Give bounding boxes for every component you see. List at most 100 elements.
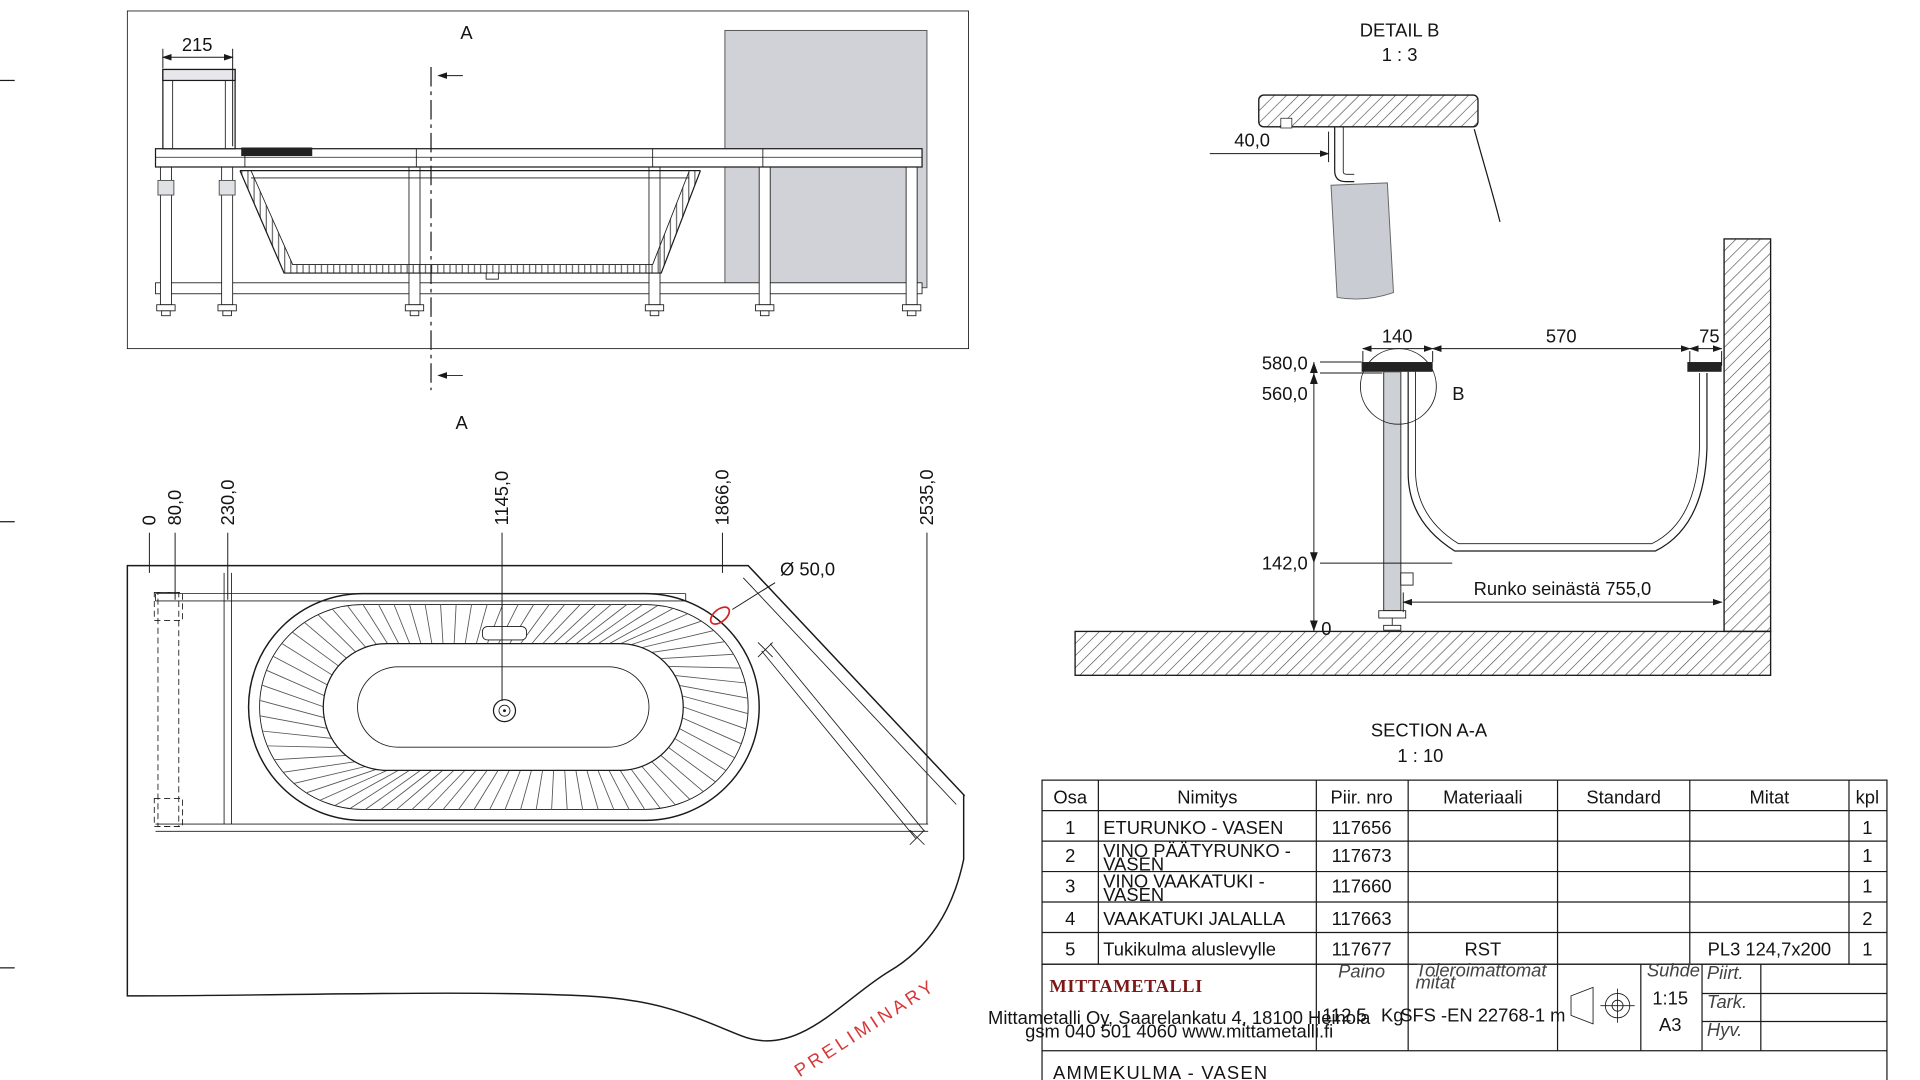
tolerance-label-1: Toleroimattomat — [1416, 959, 1548, 980]
detail-b-title: DETAIL B — [1360, 20, 1440, 41]
dim-215: 215 — [161, 34, 234, 147]
svg-text:ETURUNKO - VASEN: ETURUNKO - VASEN — [1103, 817, 1283, 838]
col-header-nimitys: Nimitys — [1177, 786, 1237, 807]
svg-text:1: 1 — [1862, 817, 1872, 838]
sheet-size: A3 — [1659, 1014, 1681, 1035]
svg-text:1: 1 — [1862, 875, 1872, 896]
detail-b-circle-label: B — [1452, 383, 1464, 404]
frame-from-wall-label: Runko seinästä 755,0 — [1474, 578, 1652, 599]
svg-text:VINO VAAKATUKI -: VINO VAAKATUKI - — [1103, 870, 1264, 891]
dim-215-label: 215 — [182, 34, 213, 55]
company-address-2: gsm 040 501 4060 www.mittametalli.fi — [1025, 1020, 1333, 1041]
plan-outline — [126, 564, 965, 1042]
svg-text:PL3 124,7x200: PL3 124,7x200 — [1708, 939, 1831, 960]
dim-0-label: 0 — [1321, 618, 1331, 639]
col-header-mitat: Mitat — [1749, 786, 1789, 807]
view-border — [126, 10, 969, 350]
ordinate-dim: 230,0 — [217, 480, 238, 526]
frame-legs — [156, 166, 922, 317]
suhde-label: Suhde — [1647, 959, 1700, 980]
detail-b-scale: 1 : 3 — [1382, 44, 1418, 65]
piirt-label: Piirt. — [1707, 962, 1744, 983]
ordinate-dim: 0 — [138, 515, 159, 525]
wall-hatched — [1723, 238, 1772, 633]
hole-callout: Ø 50,0 — [709, 558, 835, 625]
dim-570-label: 570 — [1546, 326, 1577, 347]
tark-label: Tark. — [1707, 991, 1747, 1012]
svg-text:4: 4 — [1065, 908, 1075, 929]
col-header-kpl: kpl — [1856, 786, 1879, 807]
section-aa-view: B 140 570 75 580,0 560,0 142,0 — [1074, 238, 1772, 766]
ordinate-dim: 80,0 — [164, 490, 185, 526]
svg-text:117660: 117660 — [1332, 875, 1392, 896]
parts-table: Osa Nimitys Piir. nro Materiaali Standar… — [1041, 779, 1888, 965]
svg-text:1: 1 — [1862, 845, 1872, 866]
svg-text:1: 1 — [1862, 939, 1872, 960]
svg-text:VASEN: VASEN — [1103, 884, 1164, 905]
svg-text:Tukikulma aluslevylle: Tukikulma aluslevylle — [1103, 939, 1276, 960]
col-header-standard: Standard — [1586, 786, 1660, 807]
svg-text:RST: RST — [1465, 939, 1502, 960]
hyv-label: Hyv. — [1707, 1019, 1742, 1040]
lower-rail — [155, 282, 923, 295]
tolerance-label-2: mitat — [1416, 972, 1457, 993]
section-aa-scale: 1 : 10 — [1397, 745, 1443, 766]
svg-text:2: 2 — [1065, 845, 1075, 866]
paino-value: 112.5 — [1322, 1005, 1367, 1026]
svg-text:117656: 117656 — [1332, 817, 1392, 838]
suhde-value: 1:15 — [1652, 987, 1688, 1008]
table-row: 1 ETURUNKO - VASEN 117656 1 — [1065, 817, 1872, 838]
col-header-materiaali: Materiaali — [1443, 786, 1523, 807]
hole-highlight — [709, 606, 731, 625]
detail-b-view: DETAIL B 1 : 3 40,0 — [1209, 20, 1501, 300]
company-logo: MITTAMETALLI — [1049, 976, 1203, 996]
corner-cabinet — [162, 68, 236, 150]
section-aa-title: SECTION A-A — [1371, 719, 1488, 740]
rim-hook — [1334, 126, 1355, 183]
svg-text:117677: 117677 — [1332, 939, 1392, 960]
leg-top-bracket — [1330, 182, 1394, 300]
dim-580-label: 580,0 — [1262, 352, 1308, 373]
svg-text:1: 1 — [1065, 817, 1075, 838]
bathtub-section-profile — [1361, 362, 1722, 552]
ordinate-dim: 1866,0 — [712, 469, 733, 525]
company-address-1: Mittametalli Oy, Saarelankatu 4, 18100 H… — [988, 1007, 1371, 1028]
plan-view: 0 80,0 230,0 1145,0 1866,0 2535,0 Ø 50,0… — [126, 469, 966, 1080]
table-row: 4 VAAKATUKI JALALLA 117663 2 — [1065, 908, 1872, 929]
sheet-zone-ticks — [0, 79, 15, 969]
section-cut-line: A A — [430, 22, 473, 433]
svg-text:2: 2 — [1862, 908, 1872, 929]
ordinate-dim: 2535,0 — [916, 469, 937, 525]
dim-140-label: 140 — [1382, 326, 1413, 347]
section-left-dims: 580,0 560,0 142,0 0 — [1262, 352, 1453, 639]
dim-75-label: 75 — [1699, 326, 1719, 347]
col-header-osa: Osa — [1053, 786, 1087, 807]
tub-wall-curve — [1473, 129, 1501, 222]
bathtub-plan — [247, 592, 760, 822]
dim-40: 40,0 — [1209, 129, 1330, 163]
top-rail — [154, 148, 923, 168]
projection-symbol-icon — [1570, 986, 1635, 1025]
table-row: 5 Tukikulma aluslevylle 117677 RST PL3 1… — [1065, 939, 1872, 960]
svg-text:117663: 117663 — [1332, 908, 1392, 929]
dim-560-label: 560,0 — [1262, 383, 1308, 404]
svg-text:VASEN: VASEN — [1103, 853, 1164, 874]
hole-dia-label: Ø 50,0 — [780, 558, 835, 579]
title-block: MITTAMETALLI Mittametalli Oy, Saarelanka… — [988, 959, 1888, 1080]
svg-text:117673: 117673 — [1332, 845, 1392, 866]
svg-text:5: 5 — [1065, 939, 1075, 960]
bathtub-side-profile — [239, 170, 701, 280]
deck-section — [1258, 94, 1479, 128]
frame-from-wall-dim: Runko seinästä 755,0 — [1402, 578, 1723, 612]
ordinate-dim: 1145,0 — [491, 471, 512, 526]
svg-text:VINO PÄÄTYRUNKO -: VINO PÄÄTYRUNKO - — [1103, 840, 1291, 861]
overflow-fitting — [482, 626, 527, 641]
section-top-dims: 140 570 75 — [1361, 326, 1723, 366]
dim-142-label: 142,0 — [1262, 552, 1308, 573]
svg-text:3: 3 — [1065, 875, 1075, 896]
tub-rim-hatch — [260, 604, 748, 810]
col-header-piirnro: Piir. nro — [1331, 786, 1393, 807]
section-label-bottom: A — [456, 412, 469, 433]
table-row: 3 VINO VAAKATUKI - VASEN 117660 1 — [1065, 870, 1872, 904]
paino-label: Paino — [1338, 961, 1385, 982]
